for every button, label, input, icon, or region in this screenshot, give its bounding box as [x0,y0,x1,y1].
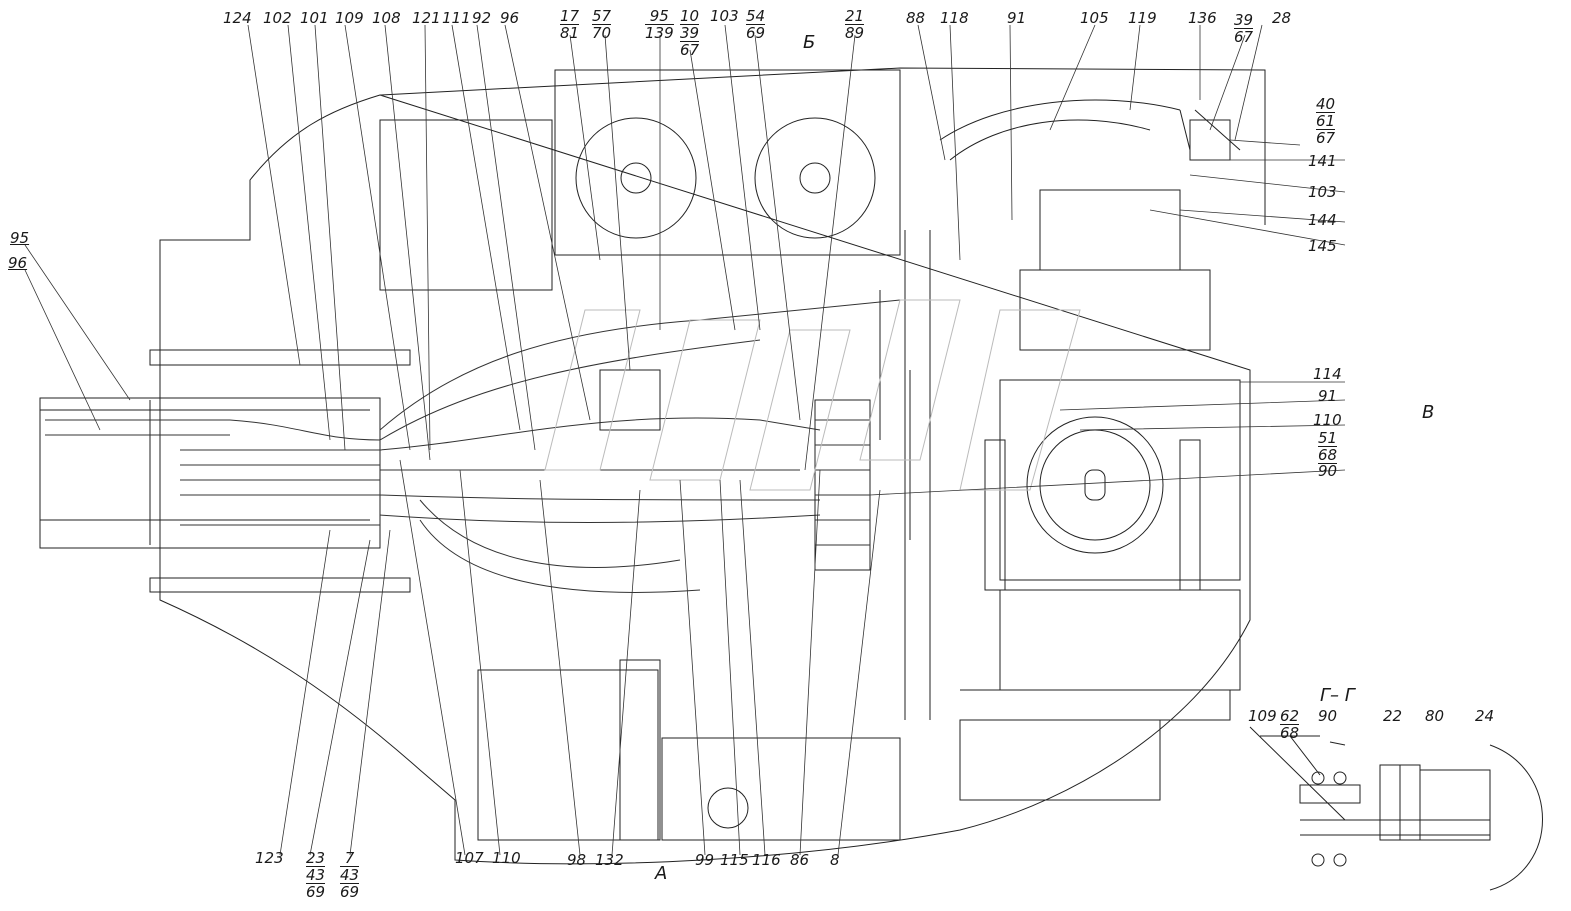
section-gg-detail [1249,726,1543,891]
left-rail [39,397,381,549]
label-123: 123 [255,849,284,867]
label-132: 132 [595,851,624,869]
label-88: 88 [906,9,926,27]
frame-outline [159,67,1266,865]
label-102: 102 [263,9,292,27]
label-99: 99 [695,851,715,869]
label-103-right: 103 [1308,183,1337,201]
view-a-marker: А [655,863,668,884]
view-v-marker: В [1422,402,1435,423]
label-80-section: 80 [1425,707,1445,725]
label-115: 115 [720,851,749,869]
label-110-right: 110 [1313,411,1342,429]
label-90-section: 90 [1318,707,1338,725]
view-b-marker: Б [803,32,816,53]
label-92: 92 [472,9,492,27]
label-28: 28 [1272,9,1292,27]
label-8: 8 [830,851,840,869]
label-118: 118 [940,9,969,27]
label-109: 109 [335,9,364,27]
label-136: 136 [1188,9,1217,27]
label-24-section: 24 [1475,707,1495,725]
label-111: 111 [442,9,471,27]
label-107: 107 [455,849,484,867]
label-145: 145 [1308,237,1337,255]
stack-103: 103 [710,7,739,25]
stack-109-section: 109 [1248,707,1277,725]
label-91: 91 [1007,9,1027,27]
label-101: 101 [300,9,329,27]
label-95-left: 95 [10,229,30,247]
label-86: 86 [790,851,810,869]
label-114: 114 [1313,365,1342,383]
label-96-left: 96 [8,254,28,272]
label-105: 105 [1080,9,1109,27]
label-119: 119 [1128,9,1157,27]
label-124: 124 [223,9,252,27]
label-91-right: 91 [1318,387,1338,405]
label-144: 144 [1308,211,1337,229]
section-gg-title: Г– Г [1320,685,1355,706]
label-121: 121 [412,9,441,27]
label-90-right: 90 [1318,462,1338,480]
label-116: 116 [752,851,781,869]
label-141: 141 [1308,152,1337,170]
label-98: 98 [567,851,587,869]
label-110-bottom: 110 [492,849,521,867]
label-108: 108 [372,9,401,27]
label-22-section: 22 [1383,707,1403,725]
label-96: 96 [500,9,520,27]
